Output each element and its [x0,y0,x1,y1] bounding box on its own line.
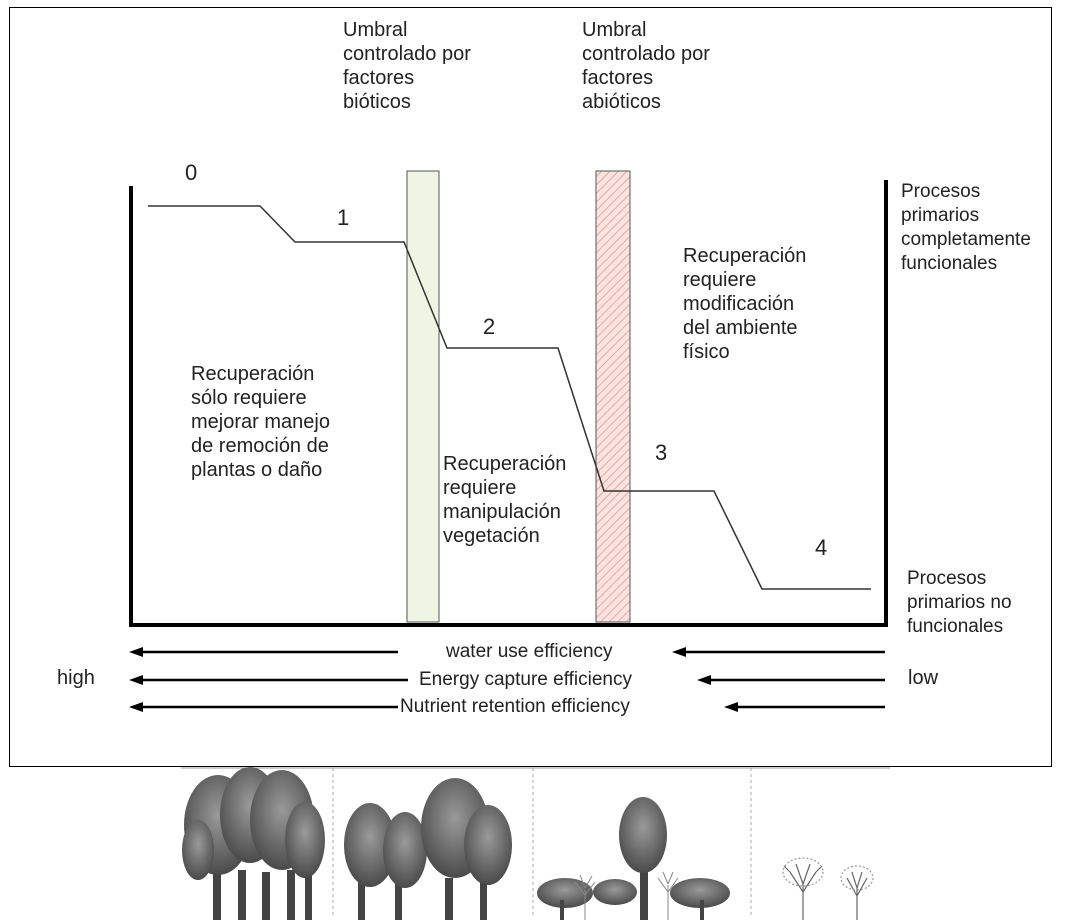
region-left-line: de remoción de [191,435,329,457]
abiotic-threshold-line-2: controlado por [582,43,710,65]
axis-bottom-line: funcionales [907,616,1004,637]
degradation-step-line [148,205,871,590]
state-label-2: 2 [483,314,496,339]
region-middle-line: manipulación [443,501,561,523]
axis-top-line: funcionales [901,253,998,274]
biotic-threshold-line-2: controlado por [343,43,471,65]
region-left-line: mejorar manejo [191,411,330,433]
efficiency-label-water: water use efficiency [446,641,613,662]
abiotic-threshold-label: Umbral controlado por factores abióticos [582,18,710,114]
dense-forest-trees [182,767,325,920]
abiotic-threshold-line-4: abióticos [582,91,661,113]
sparse-scrub [782,857,874,920]
shrubland-trees [537,797,730,920]
region-right-text: Recuperación requiere modificación del a… [683,244,806,364]
region-middle-line: vegetación [443,525,540,547]
vegetation-illustration [181,767,890,920]
low-label: low [908,667,939,689]
region-right-line: Recuperación [683,245,807,267]
state-label-3: 3 [655,440,668,465]
axis-bottom-label: Procesos primarios no funcionales [907,567,1012,639]
state-label-1: 1 [337,205,350,230]
biotic-threshold-label: Umbral controlado por factores bióticos [343,18,471,114]
region-left-line: plantas o daño [191,459,323,481]
efficiency-arrows [129,647,885,712]
axis-top-line: primarios [901,205,980,226]
region-middle-text: Recuperación requiere manipulación veget… [443,452,566,548]
abiotic-threshold-line-1: Umbral [582,19,647,41]
region-right-line: físico [683,341,730,363]
region-middle-line: requiere [443,477,517,499]
axis-top-line: Procesos [901,181,981,202]
biotic-threshold-line-3: factores [343,67,415,89]
region-right-line: del ambiente [683,317,798,339]
state-label-0: 0 [185,160,198,185]
abiotic-threshold-line-3: factores [582,67,654,89]
region-middle-line: Recuperación [443,453,567,475]
axis-top-line: completamente [901,229,1031,250]
efficiency-label-energy: Energy capture efficiency [419,669,632,690]
biotic-threshold-bar [406,170,440,623]
axis-bottom-line: primarios no [907,592,1012,613]
axis-bottom-line: Procesos [907,568,987,589]
abiotic-threshold-bar [595,170,631,623]
biotic-threshold-line-1: Umbral [343,19,408,41]
degraded-forest-trees [344,778,512,920]
state-label-4: 4 [815,535,828,560]
high-label: high [57,667,95,689]
region-right-line: modificación [683,293,795,315]
region-left-line: Recuperación [191,363,315,385]
region-left-text: Recuperación sólo requiere mejorar manej… [191,362,330,482]
region-right-line: requiere [683,269,757,291]
biotic-threshold-line-4: bióticos [343,91,411,113]
efficiency-label-nutrient: Nutrient retention efficiency [400,696,630,717]
axis-top-label: Procesos primarios completamente funcion… [901,180,1031,276]
region-left-line: sólo requiere [191,387,307,409]
diagram-frame [9,7,1052,767]
